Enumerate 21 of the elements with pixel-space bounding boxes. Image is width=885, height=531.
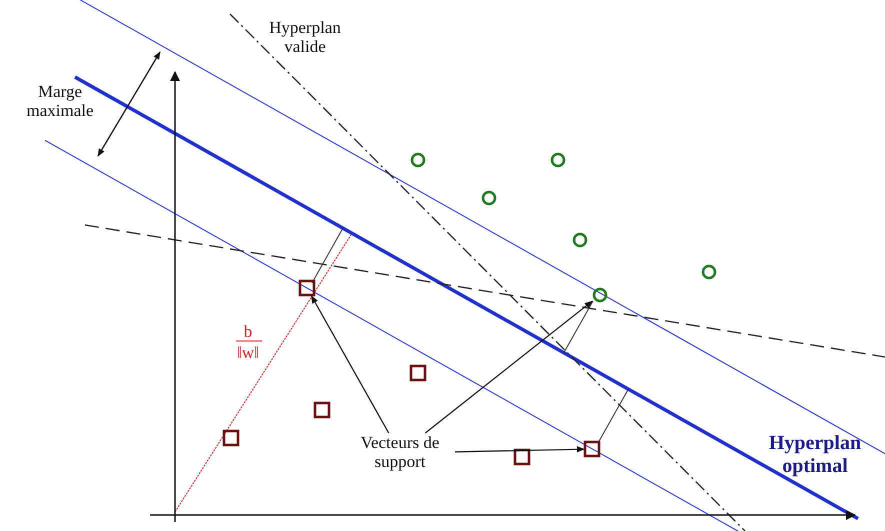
leader-arrow	[454, 446, 585, 453]
leader-arrow	[424, 300, 593, 434]
margin-label: Marge maximale	[25, 82, 95, 120]
circle-data-point	[572, 232, 588, 248]
hyperplane-label: Hyperplan valide	[268, 18, 342, 56]
square-data-point	[314, 402, 330, 418]
circle-data-point	[550, 152, 566, 168]
square-data-point	[514, 448, 530, 466]
circle-data-point	[702, 264, 716, 280]
fraction-denominator: ‖w‖	[236, 343, 260, 362]
square-data-point	[222, 430, 240, 446]
fraction-numerator: b	[242, 322, 254, 341]
circle-data-point	[482, 190, 496, 206]
hyperplane-label: Hyperplan optimal	[768, 432, 862, 478]
leader-arrow	[310, 295, 390, 434]
circle-data-point	[410, 152, 426, 168]
circle-data-point	[592, 288, 608, 302]
square-data-point	[298, 280, 316, 296]
square-data-point	[410, 364, 426, 382]
square-data-point	[584, 440, 600, 458]
callout-text: Vecteurs de support	[345, 433, 455, 471]
